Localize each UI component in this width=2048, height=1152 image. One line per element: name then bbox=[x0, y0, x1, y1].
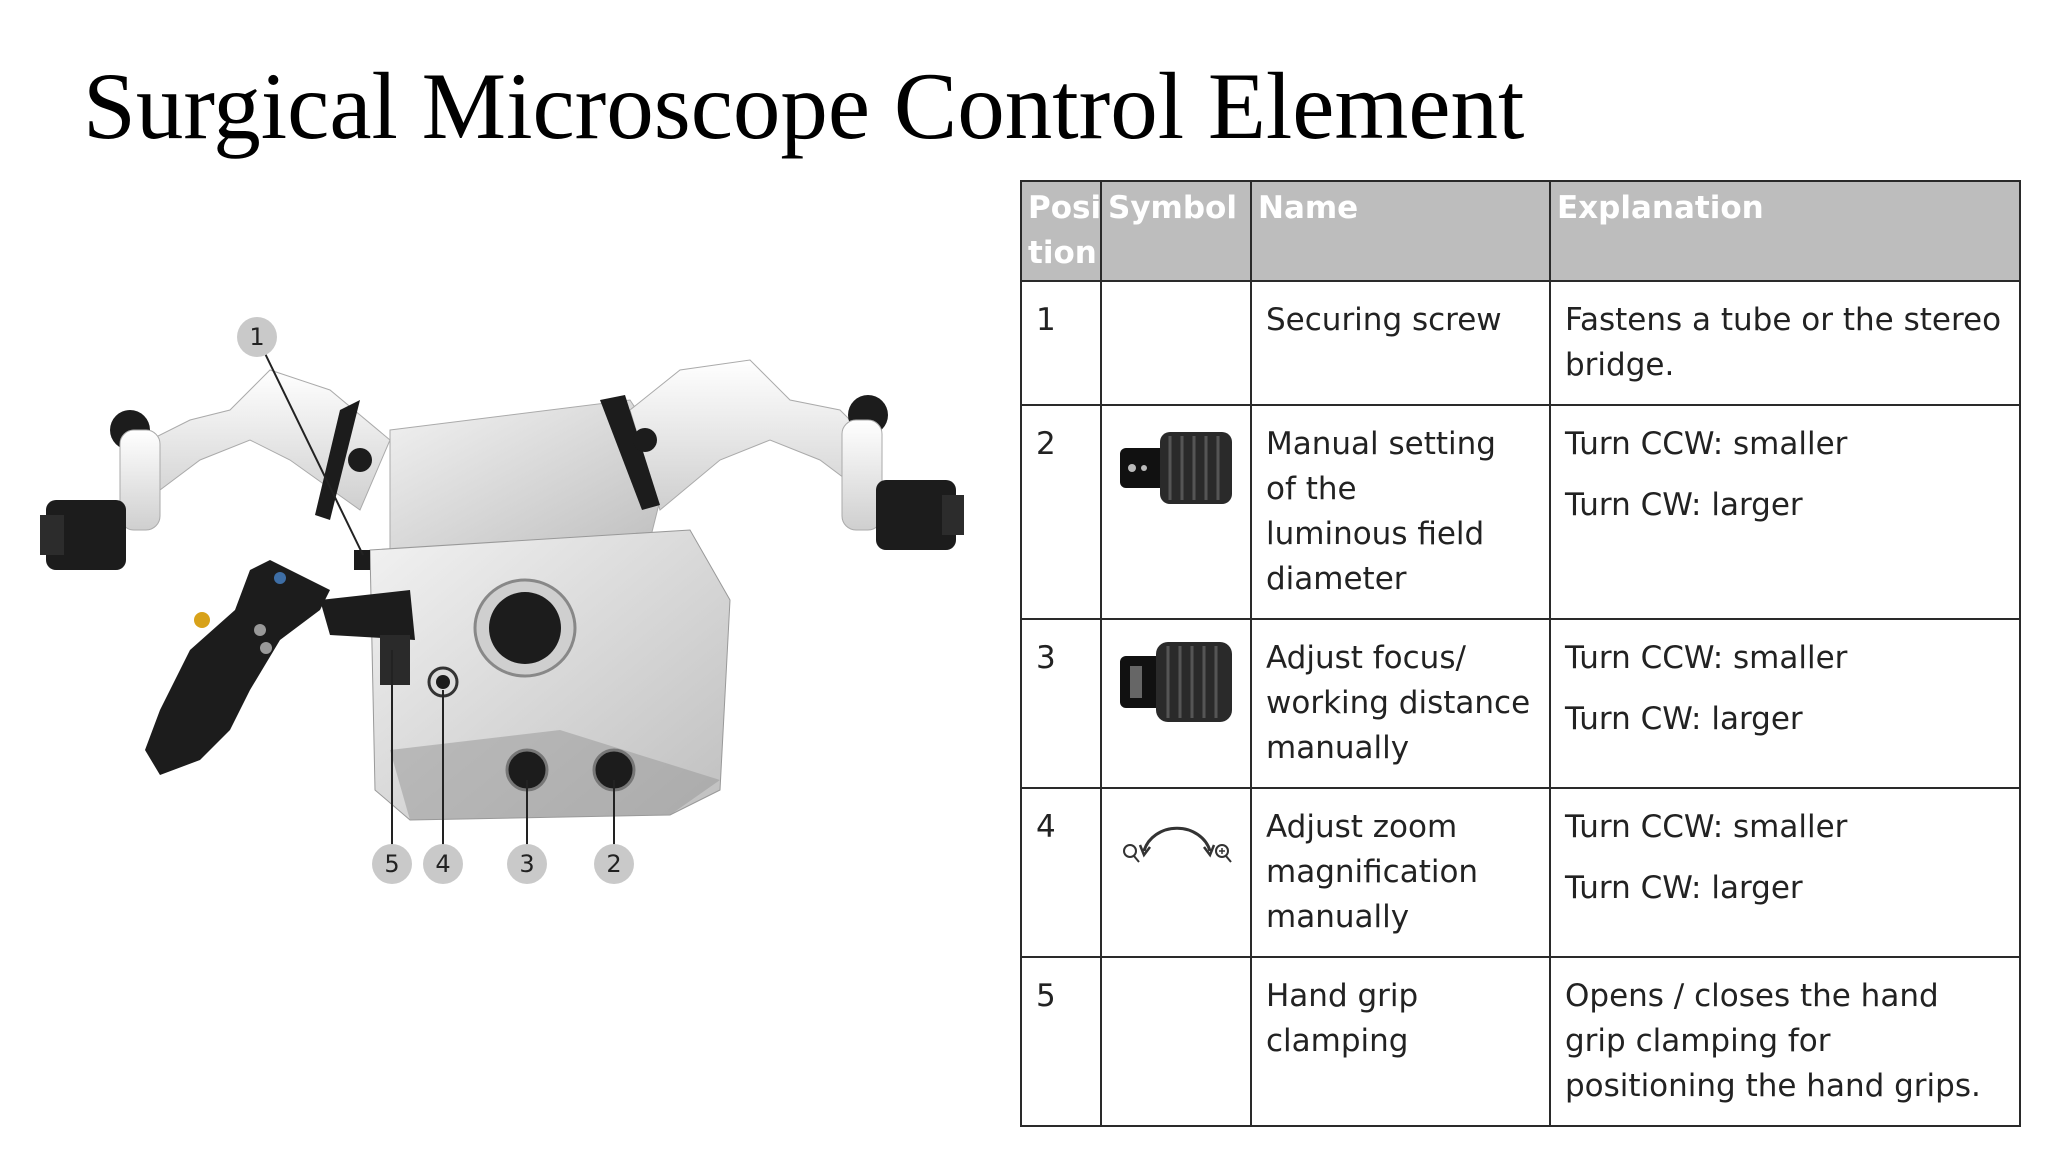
row-explanation: Turn CCW: smaller Turn CW: larger bbox=[1549, 618, 2021, 789]
callout-3: 3 bbox=[507, 844, 547, 884]
row-name: Adjust zoom magnification manually bbox=[1250, 787, 1551, 958]
row-explanation: Opens / closes the hand grip clamping fo… bbox=[1549, 956, 2021, 1127]
row-explanation: Turn CCW: smaller Turn CW: larger bbox=[1549, 404, 2021, 620]
explanation-ccw: Turn CCW: smaller bbox=[1565, 426, 1848, 462]
microscope-illustration: 1 5 4 3 2 bbox=[30, 310, 990, 890]
header-name: Name bbox=[1250, 180, 1551, 282]
row-position: 2 bbox=[1020, 404, 1102, 620]
table-header-row: Posi tion Symbol Name Explanation bbox=[1020, 180, 2021, 282]
row-name: Adjust focus/ working distance manually bbox=[1250, 618, 1551, 789]
row-position: 4 bbox=[1020, 787, 1102, 958]
luminous-field-knob-icon bbox=[1120, 432, 1232, 504]
callout-5: 5 bbox=[372, 844, 412, 884]
row-symbol bbox=[1100, 404, 1252, 620]
table-row: 4 Adjust zoom magnification manually Tur… bbox=[1020, 787, 2021, 958]
row-position: 3 bbox=[1020, 618, 1102, 789]
row-explanation: Fastens a tube or the stereo bridge. bbox=[1549, 280, 2021, 406]
explanation-cw: Turn CW: larger bbox=[1565, 870, 1803, 906]
explanation-ccw: Turn CCW: smaller bbox=[1565, 809, 1848, 845]
svg-text:5: 5 bbox=[384, 850, 399, 878]
row-position: 1 bbox=[1020, 280, 1102, 406]
explanation-ccw: Turn CCW: smaller bbox=[1565, 640, 1848, 676]
header-symbol: Symbol bbox=[1100, 180, 1252, 282]
table-row: 3 Adjust focus/ working distance manuall… bbox=[1020, 618, 2021, 789]
callout-1: 1 bbox=[237, 317, 277, 357]
callout-4: 4 bbox=[423, 844, 463, 884]
row-name: Hand grip clamping bbox=[1250, 956, 1551, 1127]
row-symbol bbox=[1100, 280, 1252, 406]
row-position: 5 bbox=[1020, 956, 1102, 1127]
row-symbol bbox=[1100, 787, 1252, 958]
header-position: Posi tion bbox=[1020, 180, 1102, 282]
microscope-drawing: 1 5 4 3 2 bbox=[40, 317, 964, 884]
zoom-arc-icon bbox=[1123, 826, 1232, 863]
explanation-cw: Turn CW: larger bbox=[1565, 487, 1803, 523]
row-name: Securing screw bbox=[1250, 280, 1551, 406]
row-name: Manual setting of the luminous field dia… bbox=[1250, 404, 1551, 620]
page-title: Surgical Microscope Control Element bbox=[83, 53, 1525, 159]
svg-text:1: 1 bbox=[249, 323, 264, 351]
table-row: 2 Manual setting of the luminous field d… bbox=[1020, 404, 2021, 620]
svg-text:4: 4 bbox=[435, 850, 450, 878]
row-explanation: Turn CCW: smaller Turn CW: larger bbox=[1549, 787, 2021, 958]
callout-2: 2 bbox=[594, 844, 634, 884]
row-symbol bbox=[1100, 618, 1252, 789]
control-elements-table: Posi tion Symbol Name Explanation 1 Secu… bbox=[1020, 180, 2021, 1127]
svg-text:2: 2 bbox=[606, 850, 621, 878]
explanation-cw: Turn CW: larger bbox=[1565, 701, 1803, 737]
table-row: 5 Hand grip clamping Opens / closes the … bbox=[1020, 956, 2021, 1127]
header-explanation: Explanation bbox=[1549, 180, 2021, 282]
table-row: 1 Securing screw Fastens a tube or the s… bbox=[1020, 280, 2021, 406]
svg-text:3: 3 bbox=[519, 850, 534, 878]
focus-knob-icon bbox=[1120, 642, 1232, 722]
row-symbol bbox=[1100, 956, 1252, 1127]
